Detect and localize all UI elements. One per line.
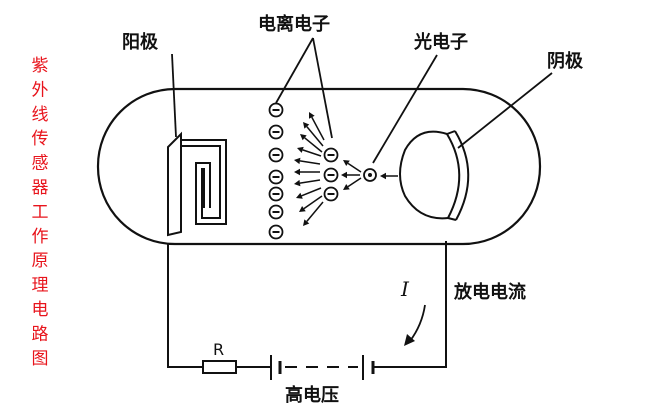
- circuit-wires: [167, 241, 447, 368]
- resistor: [202, 360, 237, 374]
- cathode-electrode: [399, 130, 470, 221]
- vertical-title-char: 线: [32, 105, 49, 125]
- electron-marker: [268, 204, 284, 220]
- electron-marker: [268, 147, 284, 163]
- vertical-title-char: 电: [32, 300, 49, 320]
- vertical-title-char: 器: [32, 178, 49, 198]
- label-leader-lines: [171, 37, 553, 164]
- vertical-title-char: 外: [32, 80, 49, 100]
- tube-envelope: [96, 87, 542, 246]
- electron-arrow: [299, 195, 323, 212]
- photoelectron-label: 光电子: [413, 31, 468, 53]
- electron-arrow: [297, 146, 322, 157]
- ionized-electrons-label: 电离电子: [258, 13, 330, 35]
- vertical-title: 紫外线传感器工作原理电路图: [32, 56, 49, 369]
- high-voltage-battery: [270, 355, 375, 380]
- current-symbol-label: I: [400, 277, 410, 301]
- vertical-title-char: 作: [32, 227, 49, 247]
- electron-arrow: [380, 172, 398, 180]
- electron-arrow: [303, 201, 324, 226]
- electron-arrow: [343, 177, 362, 190]
- cathode-label: 阴极: [547, 51, 584, 72]
- electron-arrow: [343, 160, 362, 173]
- vertical-title-char: 感: [32, 154, 49, 174]
- electron-group: [268, 102, 339, 240]
- resistor-label: R: [213, 340, 224, 359]
- high-voltage-label: 高电压: [285, 384, 339, 406]
- electron-marker: [268, 124, 284, 140]
- electron-arrow: [341, 171, 360, 179]
- electron-marker: [323, 147, 339, 163]
- electron-arrow: [296, 187, 322, 199]
- discharge-current-label: 放电电流: [453, 281, 526, 303]
- vertical-title-char: 传: [32, 129, 49, 149]
- electron-arrow: [300, 134, 323, 153]
- vertical-title-char: 图: [32, 349, 49, 369]
- vertical-title-char: 工: [32, 202, 49, 222]
- electron-marker: [268, 186, 284, 202]
- anode-label: 阳极: [122, 32, 159, 53]
- electron-arrow: [309, 112, 325, 141]
- electron-arrow: [294, 168, 320, 176]
- electron-arrows: [294, 112, 398, 226]
- electron-arrow: [303, 122, 324, 147]
- photoelectron-marker: [363, 168, 377, 182]
- electron-marker: [268, 102, 284, 118]
- electron-marker: [268, 224, 284, 240]
- electron-marker: [268, 169, 284, 185]
- anode-electrode: [167, 131, 227, 237]
- vertical-title-char: 路: [32, 324, 49, 344]
- current-arrow: [404, 304, 426, 346]
- electron-marker: [323, 167, 339, 183]
- vertical-title-char: 理: [32, 276, 49, 296]
- electron-arrow: [294, 157, 321, 165]
- vertical-title-char: 紫: [32, 56, 49, 76]
- vertical-title-char: 原: [32, 251, 49, 271]
- electron-marker: [323, 186, 339, 202]
- electron-arrow: [294, 179, 321, 187]
